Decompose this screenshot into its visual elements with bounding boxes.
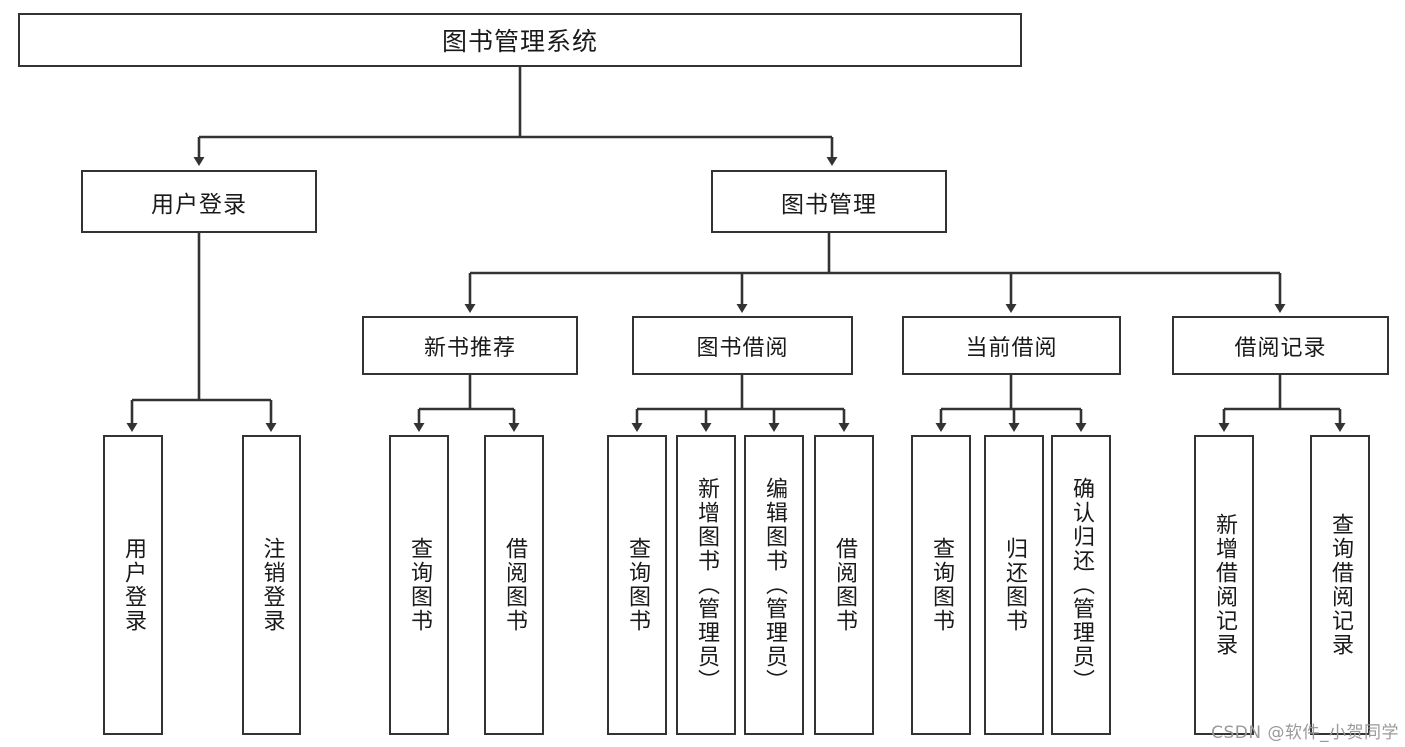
node-new-book-recommend-label: 新书推荐 [423, 335, 516, 361]
node-leaf-query-book-recommend[interactable]: 查询图书 [389, 435, 449, 735]
node-leaf-borrow-book-recommend[interactable]: 借阅图书 [484, 435, 544, 735]
node-borrow-records-label: 借阅记录 [1234, 335, 1327, 361]
node-leaf-confirm-return-admin[interactable]: 确认归还（管理员） [1051, 435, 1111, 735]
node-root[interactable]: 图书管理系统 [18, 13, 1022, 67]
node-leaf-query-book-borrow[interactable]: 查询图书 [607, 435, 667, 735]
node-book-borrow[interactable]: 图书借阅 [632, 316, 853, 375]
node-leaf-query-borrow-record[interactable]: 查询借阅记录 [1310, 435, 1370, 735]
node-leaf-user-login[interactable]: 用户登录 [103, 435, 163, 735]
node-leaf-query-book-current[interactable]: 查询图书 [911, 435, 971, 735]
node-book-management[interactable]: 图书管理 [711, 170, 947, 233]
node-leaf-label: 查询图书 [928, 537, 954, 633]
node-leaf-label: 新增图书（管理员） [693, 477, 719, 693]
node-leaf-logout[interactable]: 注销登录 [242, 435, 301, 735]
node-book-management-label: 图书管理 [781, 191, 877, 218]
node-current-borrow-label: 当前借阅 [965, 335, 1058, 361]
node-leaf-label: 查询图书 [406, 537, 432, 633]
node-leaf-label: 查询借阅记录 [1327, 513, 1353, 657]
node-current-borrow[interactable]: 当前借阅 [902, 316, 1121, 375]
node-leaf-label: 借阅图书 [501, 537, 527, 633]
node-root-label: 图书管理系统 [441, 27, 598, 56]
node-leaf-label: 注销登录 [259, 537, 285, 633]
node-leaf-borrow-book[interactable]: 借阅图书 [814, 435, 874, 735]
node-leaf-label: 归还图书 [1001, 537, 1027, 633]
node-borrow-records[interactable]: 借阅记录 [1172, 316, 1389, 375]
node-new-book-recommend[interactable]: 新书推荐 [362, 316, 578, 375]
node-book-borrow-label: 图书借阅 [696, 335, 789, 361]
node-leaf-label: 借阅图书 [831, 537, 857, 633]
node-leaf-label: 新增借阅记录 [1211, 513, 1237, 657]
node-user-login-label: 用户登录 [151, 191, 247, 218]
node-leaf-label: 查询图书 [624, 537, 650, 633]
node-user-login[interactable]: 用户登录 [81, 170, 317, 233]
node-leaf-return-book[interactable]: 归还图书 [984, 435, 1044, 735]
node-leaf-label: 用户登录 [120, 537, 146, 633]
node-leaf-label: 编辑图书（管理员） [761, 477, 787, 693]
node-leaf-add-borrow-record[interactable]: 新增借阅记录 [1194, 435, 1254, 735]
node-leaf-edit-book-admin[interactable]: 编辑图书（管理员） [744, 435, 804, 735]
node-leaf-add-book-admin[interactable]: 新增图书（管理员） [676, 435, 736, 735]
node-leaf-label: 确认归还（管理员） [1068, 477, 1094, 693]
csdn-watermark: CSDN @软件_小贺同学 [1211, 723, 1399, 743]
